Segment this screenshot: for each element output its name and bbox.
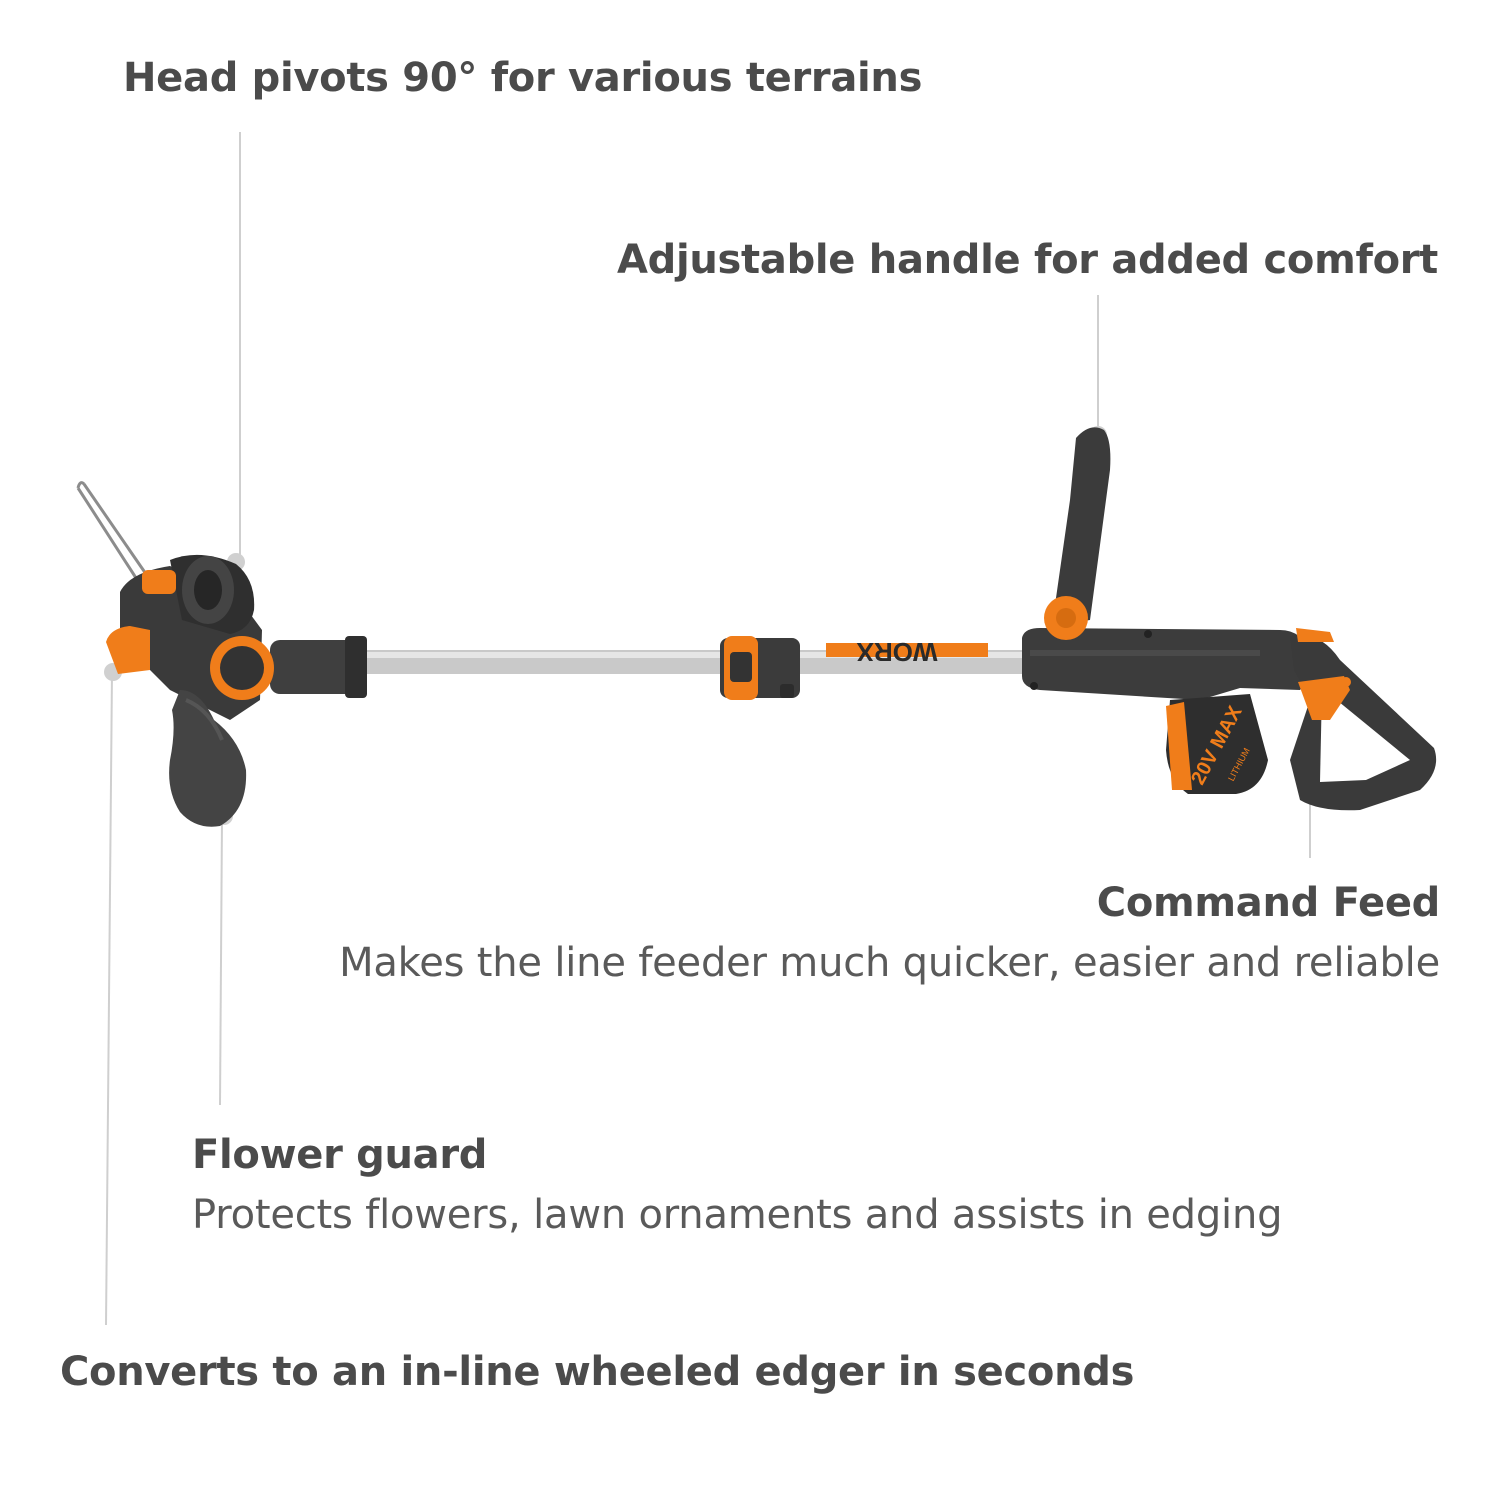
leader-line-flower-guard [219,817,223,1106]
flower-guard-wire [76,481,148,579]
grip-handle [1290,628,1437,811]
command-feed-callout-title: Command Feed [1096,880,1441,926]
shaft-coupler [720,636,800,700]
brand-band: WORX [826,637,988,667]
trimmer-body [1022,628,1316,700]
brand-logo: WORX [856,637,938,667]
adjustable-handle [1044,427,1111,640]
battery-pack: 20V MAX LITHIUM [1166,694,1268,794]
leader-dots [104,426,1321,825]
handle-callout-title: Adjustable handle for added comfort [616,237,1438,283]
flower-guard-callout-description: Protects flowers, lawn ornaments and ass… [192,1192,1283,1238]
leader-line-edger [105,671,113,1326]
edger-callout-title: Converts to an in-line wheeled edger in … [60,1349,1135,1395]
head-pivot-callout-title: Head pivots 90° for various terrains [123,55,923,101]
trimmer-head [106,554,367,827]
command-feed-callout-description: Makes the line feeder much quicker, easi… [339,940,1440,986]
flower-guard-callout-title: Flower guard [192,1132,488,1178]
